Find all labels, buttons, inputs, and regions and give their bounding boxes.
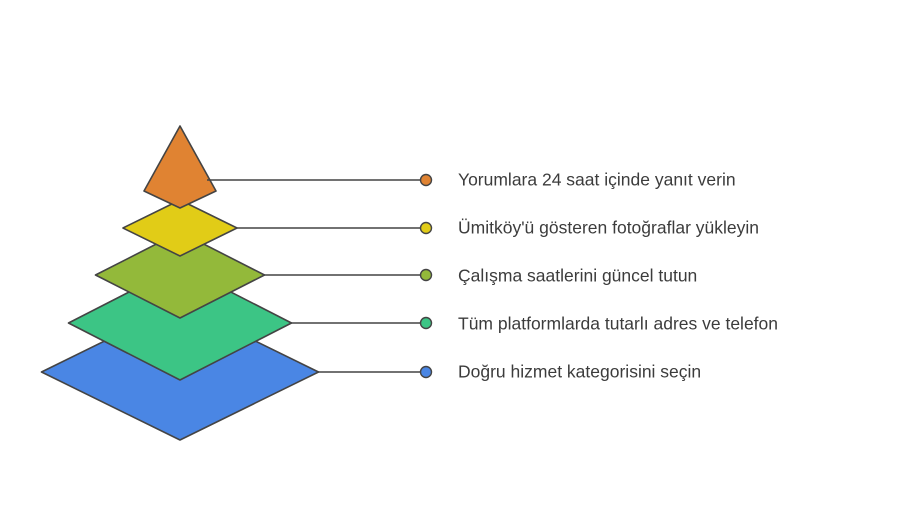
level-label-3: Çalışma saatlerini güncel tutun — [458, 265, 698, 286]
level-dot-5 — [419, 365, 433, 379]
pyramid-layer-1 — [143, 125, 217, 209]
level-label-1: Yorumlara 24 saat içinde yanıt verin — [458, 169, 736, 190]
level-label-5: Doğru hizmet kategorisini seçin — [458, 361, 702, 382]
level-dot-2 — [419, 221, 433, 235]
level-dot-1 — [419, 173, 433, 187]
level-label-2: Ümitköy'ü gösteren fotoğraflar yükleyin — [458, 217, 759, 238]
level-label-4: Tüm platformlarda tutarlı adres ve telef… — [458, 313, 779, 334]
level-dot-4 — [419, 316, 433, 330]
level-dot-3 — [419, 268, 433, 282]
